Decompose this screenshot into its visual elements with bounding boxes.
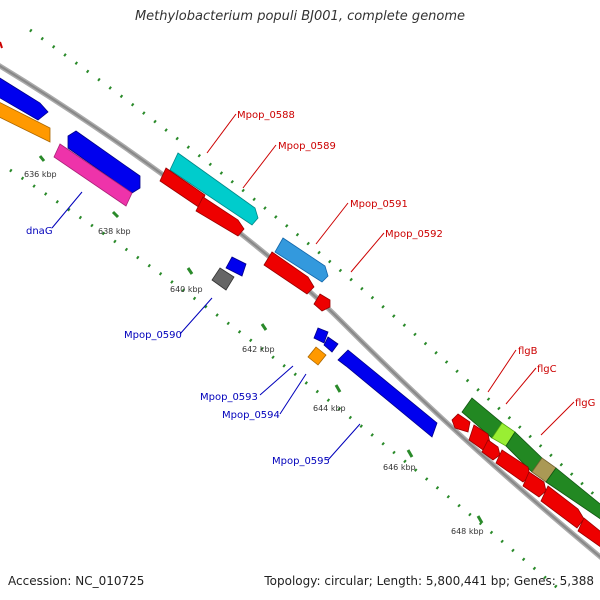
- gene-mpop-0594-blue[interactable]: [323, 336, 339, 353]
- forward-leader-lines: [206, 113, 575, 436]
- accession-text: Accession: NC_010725: [8, 574, 145, 588]
- gene-flg-tail[interactable]: [545, 467, 600, 522]
- gene-mpop-0590-gray[interactable]: [211, 267, 235, 291]
- tick-label-640: 640 kbp: [170, 285, 203, 294]
- gene-mpop-0592-a[interactable]: [263, 251, 315, 295]
- gene-mpop-0595[interactable]: [337, 349, 438, 438]
- reverse-leader-lines: [51, 191, 361, 461]
- gene-mpop-0591[interactable]: [274, 237, 329, 283]
- map-title: Methylobacterium populi BJ001, complete …: [134, 9, 466, 24]
- tick-label-638: 638 kbp: [98, 227, 131, 236]
- label-mpop-0595: Mpop_0595: [272, 456, 330, 467]
- tick-label-642: 642 kbp: [242, 345, 275, 354]
- label-mpop-0588: Mpop_0588: [237, 110, 295, 121]
- label-mpop-0589: Mpop_0589: [278, 141, 336, 152]
- gene-mpop-0589-b[interactable]: [195, 196, 245, 237]
- gene-orange-topleft[interactable]: [0, 100, 51, 143]
- tick-label-644: 644 kbp: [313, 404, 346, 413]
- label-flgC: flgC: [537, 364, 557, 375]
- label-mpop-0594: Mpop_0594: [222, 410, 280, 421]
- tick-label-646: 646 kbp: [383, 463, 416, 472]
- genome-backbone-line: [0, 64, 600, 558]
- gene-mpop-0592-b[interactable]: [313, 293, 331, 312]
- gene-mpop-0588[interactable]: [169, 152, 259, 226]
- genome-backbone: [0, 63, 600, 560]
- reverse-labels: dnaG Mpop_0590 Mpop_0593 Mpop_0594 Mpop_…: [26, 226, 330, 467]
- label-mpop-0592: Mpop_0592: [385, 229, 443, 240]
- forward-labels: Mpop_0588 Mpop_0589 Mpop_0591 Mpop_0592 …: [237, 110, 595, 409]
- label-flgG: flgG: [575, 398, 595, 409]
- gene-mpop-0590-blue[interactable]: [225, 256, 247, 277]
- gene-blue-topleft[interactable]: [0, 75, 49, 121]
- label-mpop-0591: Mpop_0591: [350, 199, 408, 210]
- label-mpop-0593: Mpop_0593: [200, 392, 258, 403]
- gene-mpop-0594-orange[interactable]: [307, 346, 327, 366]
- tick-labels: 636 kbp 638 kbp 640 kbp 642 kbp 644 kbp …: [24, 170, 484, 536]
- tick-label-648: 648 kbp: [451, 527, 484, 536]
- label-dnaG: dnaG: [26, 226, 53, 237]
- genome-summary-text: Topology: circular; Length: 5,800,441 bp…: [264, 574, 594, 588]
- tick-label-636: 636 kbp: [24, 170, 57, 179]
- label-flgB: flgB: [518, 346, 538, 357]
- major-ticks: [38, 155, 484, 524]
- gene-mpop-0593[interactable]: [313, 327, 329, 344]
- gene-dnaG[interactable]: [53, 143, 133, 207]
- edge-mark: [0, 41, 3, 49]
- gene-flg-red-1[interactable]: [451, 413, 600, 550]
- label-mpop-0590: Mpop_0590: [124, 330, 182, 341]
